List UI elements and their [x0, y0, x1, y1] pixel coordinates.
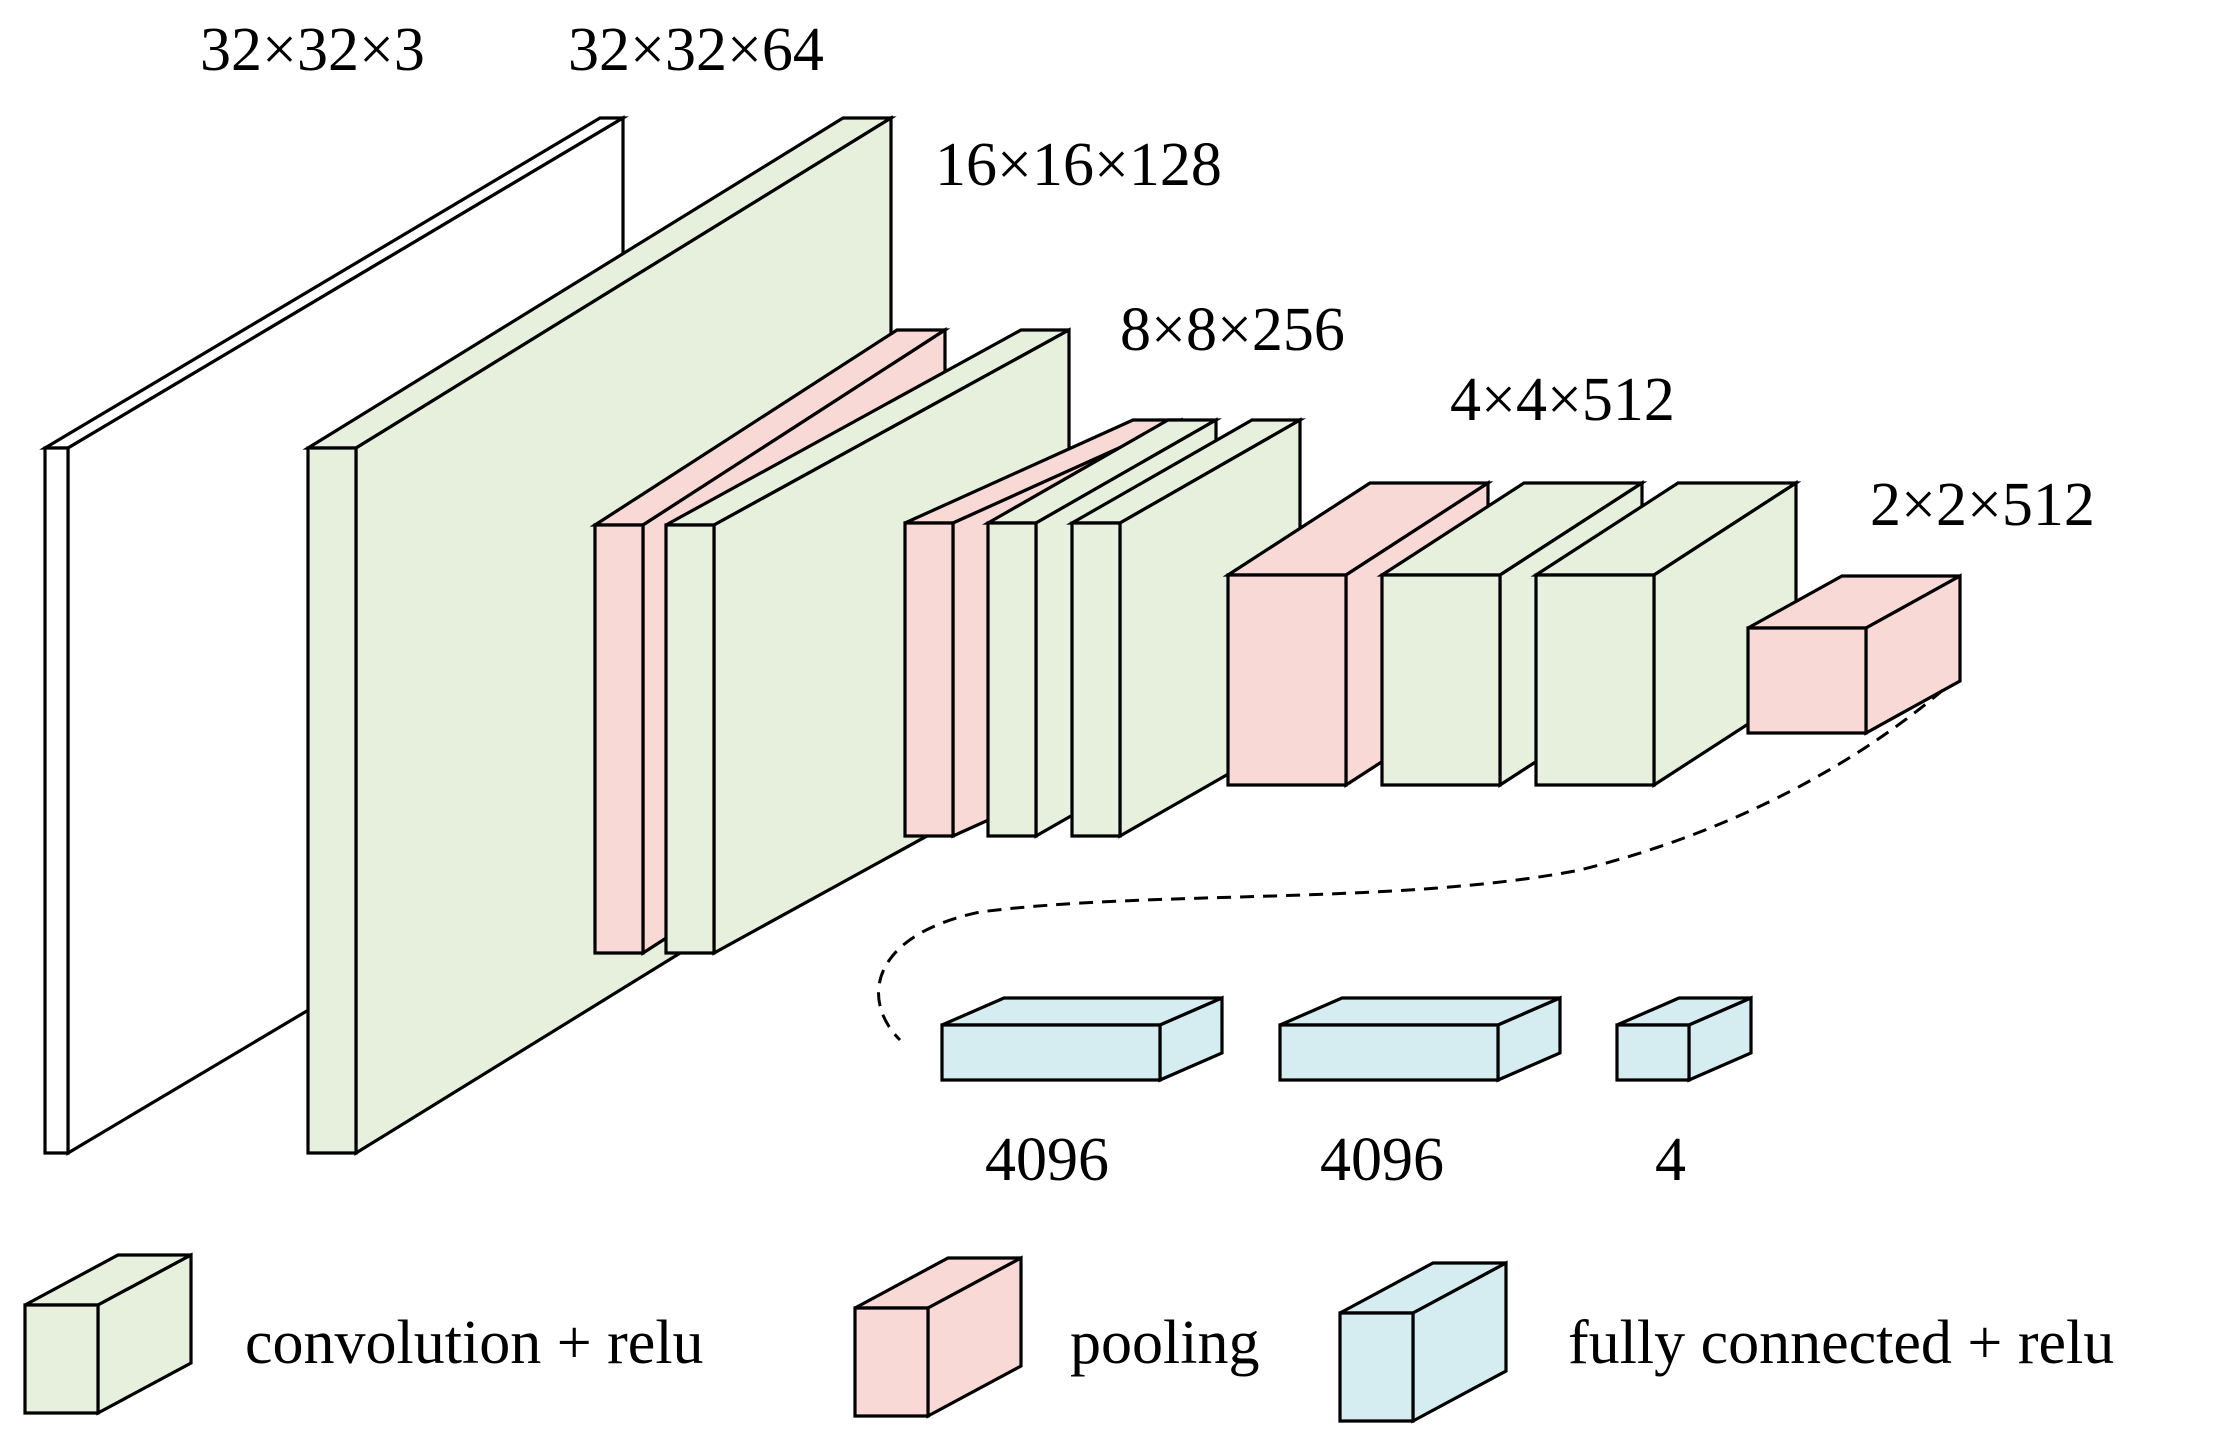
- legend-fully-connected-icon: [1338, 1260, 1508, 1424]
- conv1-1-front-face: [306, 446, 358, 1155]
- fc-labels: 4096 4096 4: [985, 1126, 1686, 1194]
- network-layers: [39, 115, 1962, 1156]
- legend-pooling-icon-front-face: [853, 1306, 930, 1418]
- fc1: [940, 995, 1224, 1083]
- fc1-front-face: [940, 1023, 1162, 1082]
- legend-convolution-label: convolution + relu: [245, 1309, 704, 1377]
- conv4-2-front-face: [1534, 573, 1656, 787]
- legend-icons: [23, 1252, 1508, 1424]
- pool4-front-face: [1746, 626, 1868, 735]
- input-layer-front-face: [43, 446, 70, 1155]
- legend: convolution + relu pooling fully connect…: [23, 1252, 2114, 1424]
- legend-convolution-icon-front-face: [23, 1303, 100, 1415]
- pool1-front-face: [593, 523, 645, 955]
- legend-fully-connected-label: fully connected + relu: [1568, 1309, 2114, 1377]
- fc3: [1615, 995, 1753, 1083]
- label-input-dim: 32×32×3: [200, 16, 425, 84]
- fc2: [1278, 995, 1562, 1083]
- label-fc2: 4096: [1320, 1126, 1444, 1194]
- pool2-front-face: [903, 521, 955, 838]
- label-block5-dim: 2×2×512: [1870, 471, 2095, 539]
- legend-convolution-icon: [23, 1252, 193, 1416]
- legend-fully-connected-icon-front-face: [1338, 1311, 1415, 1423]
- conv2-1-front-face: [664, 523, 716, 955]
- conv3-1-front-face: [986, 521, 1038, 838]
- conv4-1-front-face: [1380, 573, 1502, 787]
- flatten-connector: [877, 688, 1944, 1042]
- conv3-2-front-face: [1070, 521, 1122, 838]
- label-fc3: 4: [1655, 1126, 1686, 1194]
- label-fc1: 4096: [985, 1126, 1109, 1194]
- label-block2-dim: 16×16×128: [935, 131, 1222, 199]
- pool3-front-face: [1226, 573, 1348, 787]
- fc2-front-face: [1278, 1023, 1500, 1082]
- label-block4-dim: 4×4×512: [1450, 366, 1675, 434]
- legend-pooling-label: pooling: [1070, 1309, 1259, 1377]
- fc3-front-face: [1615, 1023, 1691, 1082]
- label-block3-dim: 8×8×256: [1120, 296, 1345, 364]
- dimension-labels: 32×32×3 32×32×64 16×16×128 8×8×256 4×4×5…: [200, 16, 2095, 539]
- label-block1-dim: 32×32×64: [568, 16, 824, 84]
- legend-pooling-icon: [853, 1255, 1023, 1419]
